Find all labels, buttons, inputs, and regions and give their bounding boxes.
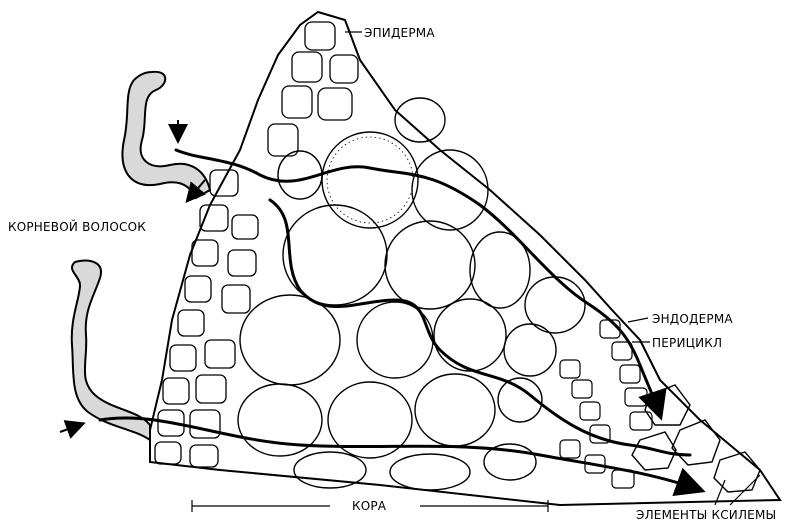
label-xylem: ЭЛЕМЕНТЫ КСИЛЕМЫ	[636, 508, 776, 522]
arrow-entry-3	[60, 424, 82, 432]
root-hair-upper	[123, 72, 211, 198]
label-cortex: КОРА	[352, 499, 386, 513]
cortex-cells	[238, 98, 585, 490]
label-endodermis: ЭНДОДЕРМА	[652, 312, 733, 326]
root-hair-lower	[72, 261, 150, 440]
leader-endodermis	[628, 318, 648, 322]
label-epidermis: ЭПИДЕРМА	[364, 26, 435, 40]
epidermis-cells	[155, 22, 358, 467]
tissue-outline	[150, 12, 780, 505]
label-root-hair: КОРНЕВОЙ ВОЛОСОК	[8, 220, 146, 234]
label-pericycle: ПЕРИЦИКЛ	[652, 336, 722, 350]
